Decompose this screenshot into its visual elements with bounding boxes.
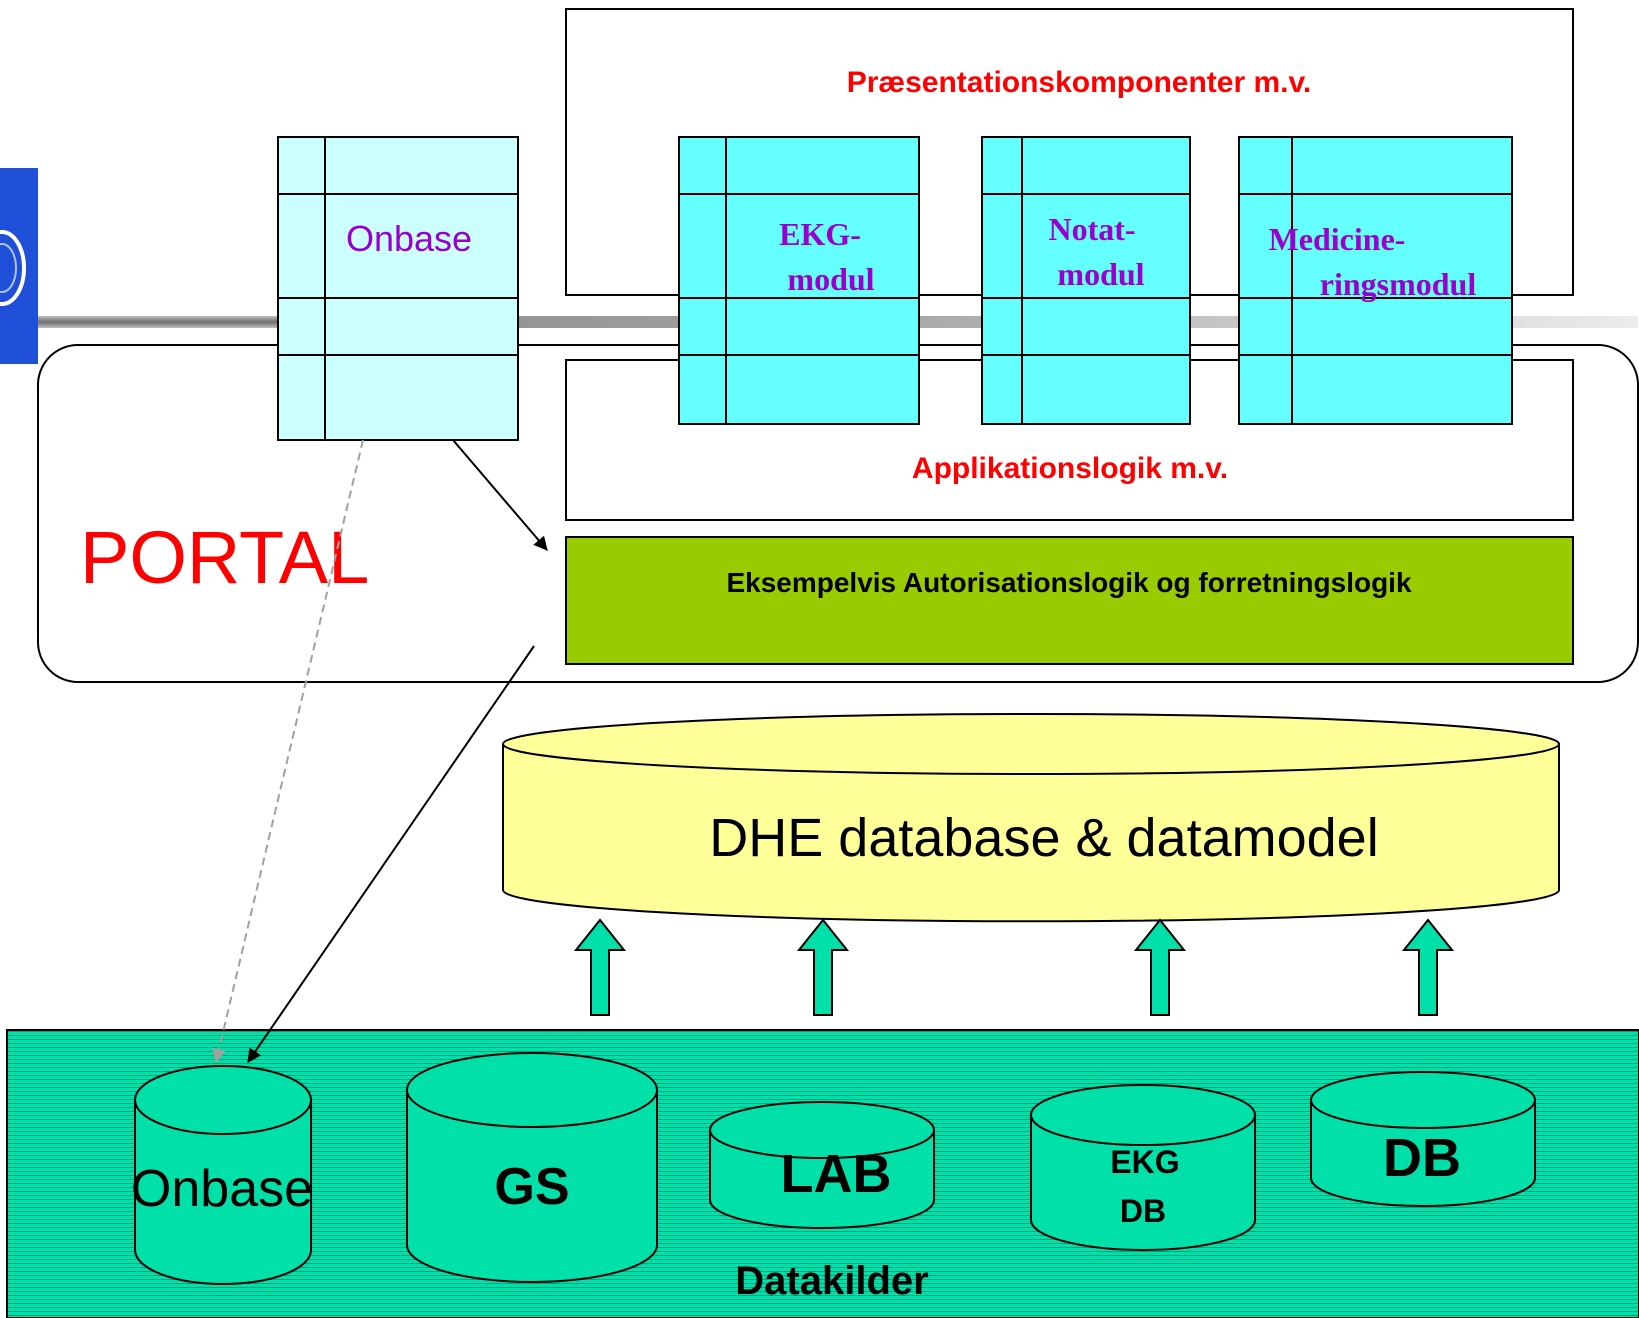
datasource-onbase: Onbase: [131, 1065, 313, 1285]
notat-module-line2: modul: [1057, 256, 1144, 292]
feed-arrow-4: [1401, 918, 1455, 1016]
auth-to-onbase-arrow: [247, 645, 535, 1063]
presentation-label: Præsentationskomponenter m.v.: [847, 66, 1312, 99]
onbase-dashed-arrow: [212, 439, 364, 1064]
datasource-gs-label: GS: [494, 1158, 569, 1216]
dhe-database: DHE database & datamodel: [502, 713, 1560, 923]
medicinering-module-line2: ringsmodul: [1320, 266, 1477, 302]
datasource-ekg-db: EKG DB: [1030, 1084, 1256, 1251]
datasource-gs: GS: [406, 1052, 658, 1283]
medicinering-module: Medicine- ringsmodul: [1238, 136, 1513, 425]
medicinering-module-line1: Medicine-: [1269, 221, 1406, 257]
feed-arrow-3: [1133, 918, 1187, 1016]
ekg-module: EKG- modul: [678, 136, 920, 425]
datasources-label: Datakilder: [735, 1259, 928, 1303]
datasource-lab-label: LAB: [781, 1144, 892, 1204]
onbase-module: Onbase: [277, 136, 519, 441]
authorization-box: [565, 536, 1574, 665]
datasource-lab: LAB: [709, 1101, 935, 1229]
application-label: Applikationslogik m.v.: [912, 452, 1228, 485]
datasource-onbase-label: Onbase: [131, 1160, 313, 1218]
dhe-database-label: DHE database & datamodel: [709, 808, 1378, 868]
authorization-label: Eksempelvis Autorisationslogik og forret…: [726, 567, 1412, 598]
datasource-db: DB: [1310, 1071, 1536, 1207]
portal-label: PORTAL: [80, 516, 369, 599]
feed-arrow-2: [796, 918, 850, 1016]
logo-icon: [0, 168, 38, 364]
feed-arrow-1: [573, 918, 627, 1016]
notat-module: Notat- modul: [981, 136, 1191, 425]
notat-module-line1: Notat-: [1048, 211, 1135, 247]
datasource-ekg-db-line2: DB: [1120, 1193, 1166, 1229]
onbase-to-auth-arrow: [452, 439, 548, 551]
feed-arrows: [573, 918, 1455, 1016]
datasource-db-label: DB: [1383, 1128, 1461, 1188]
ekg-module-line1: EKG-: [779, 216, 861, 252]
ekg-module-line2: modul: [787, 261, 874, 297]
onbase-module-label: Onbase: [346, 218, 472, 259]
datasource-ekg-db-line1: EKG: [1110, 1144, 1179, 1180]
